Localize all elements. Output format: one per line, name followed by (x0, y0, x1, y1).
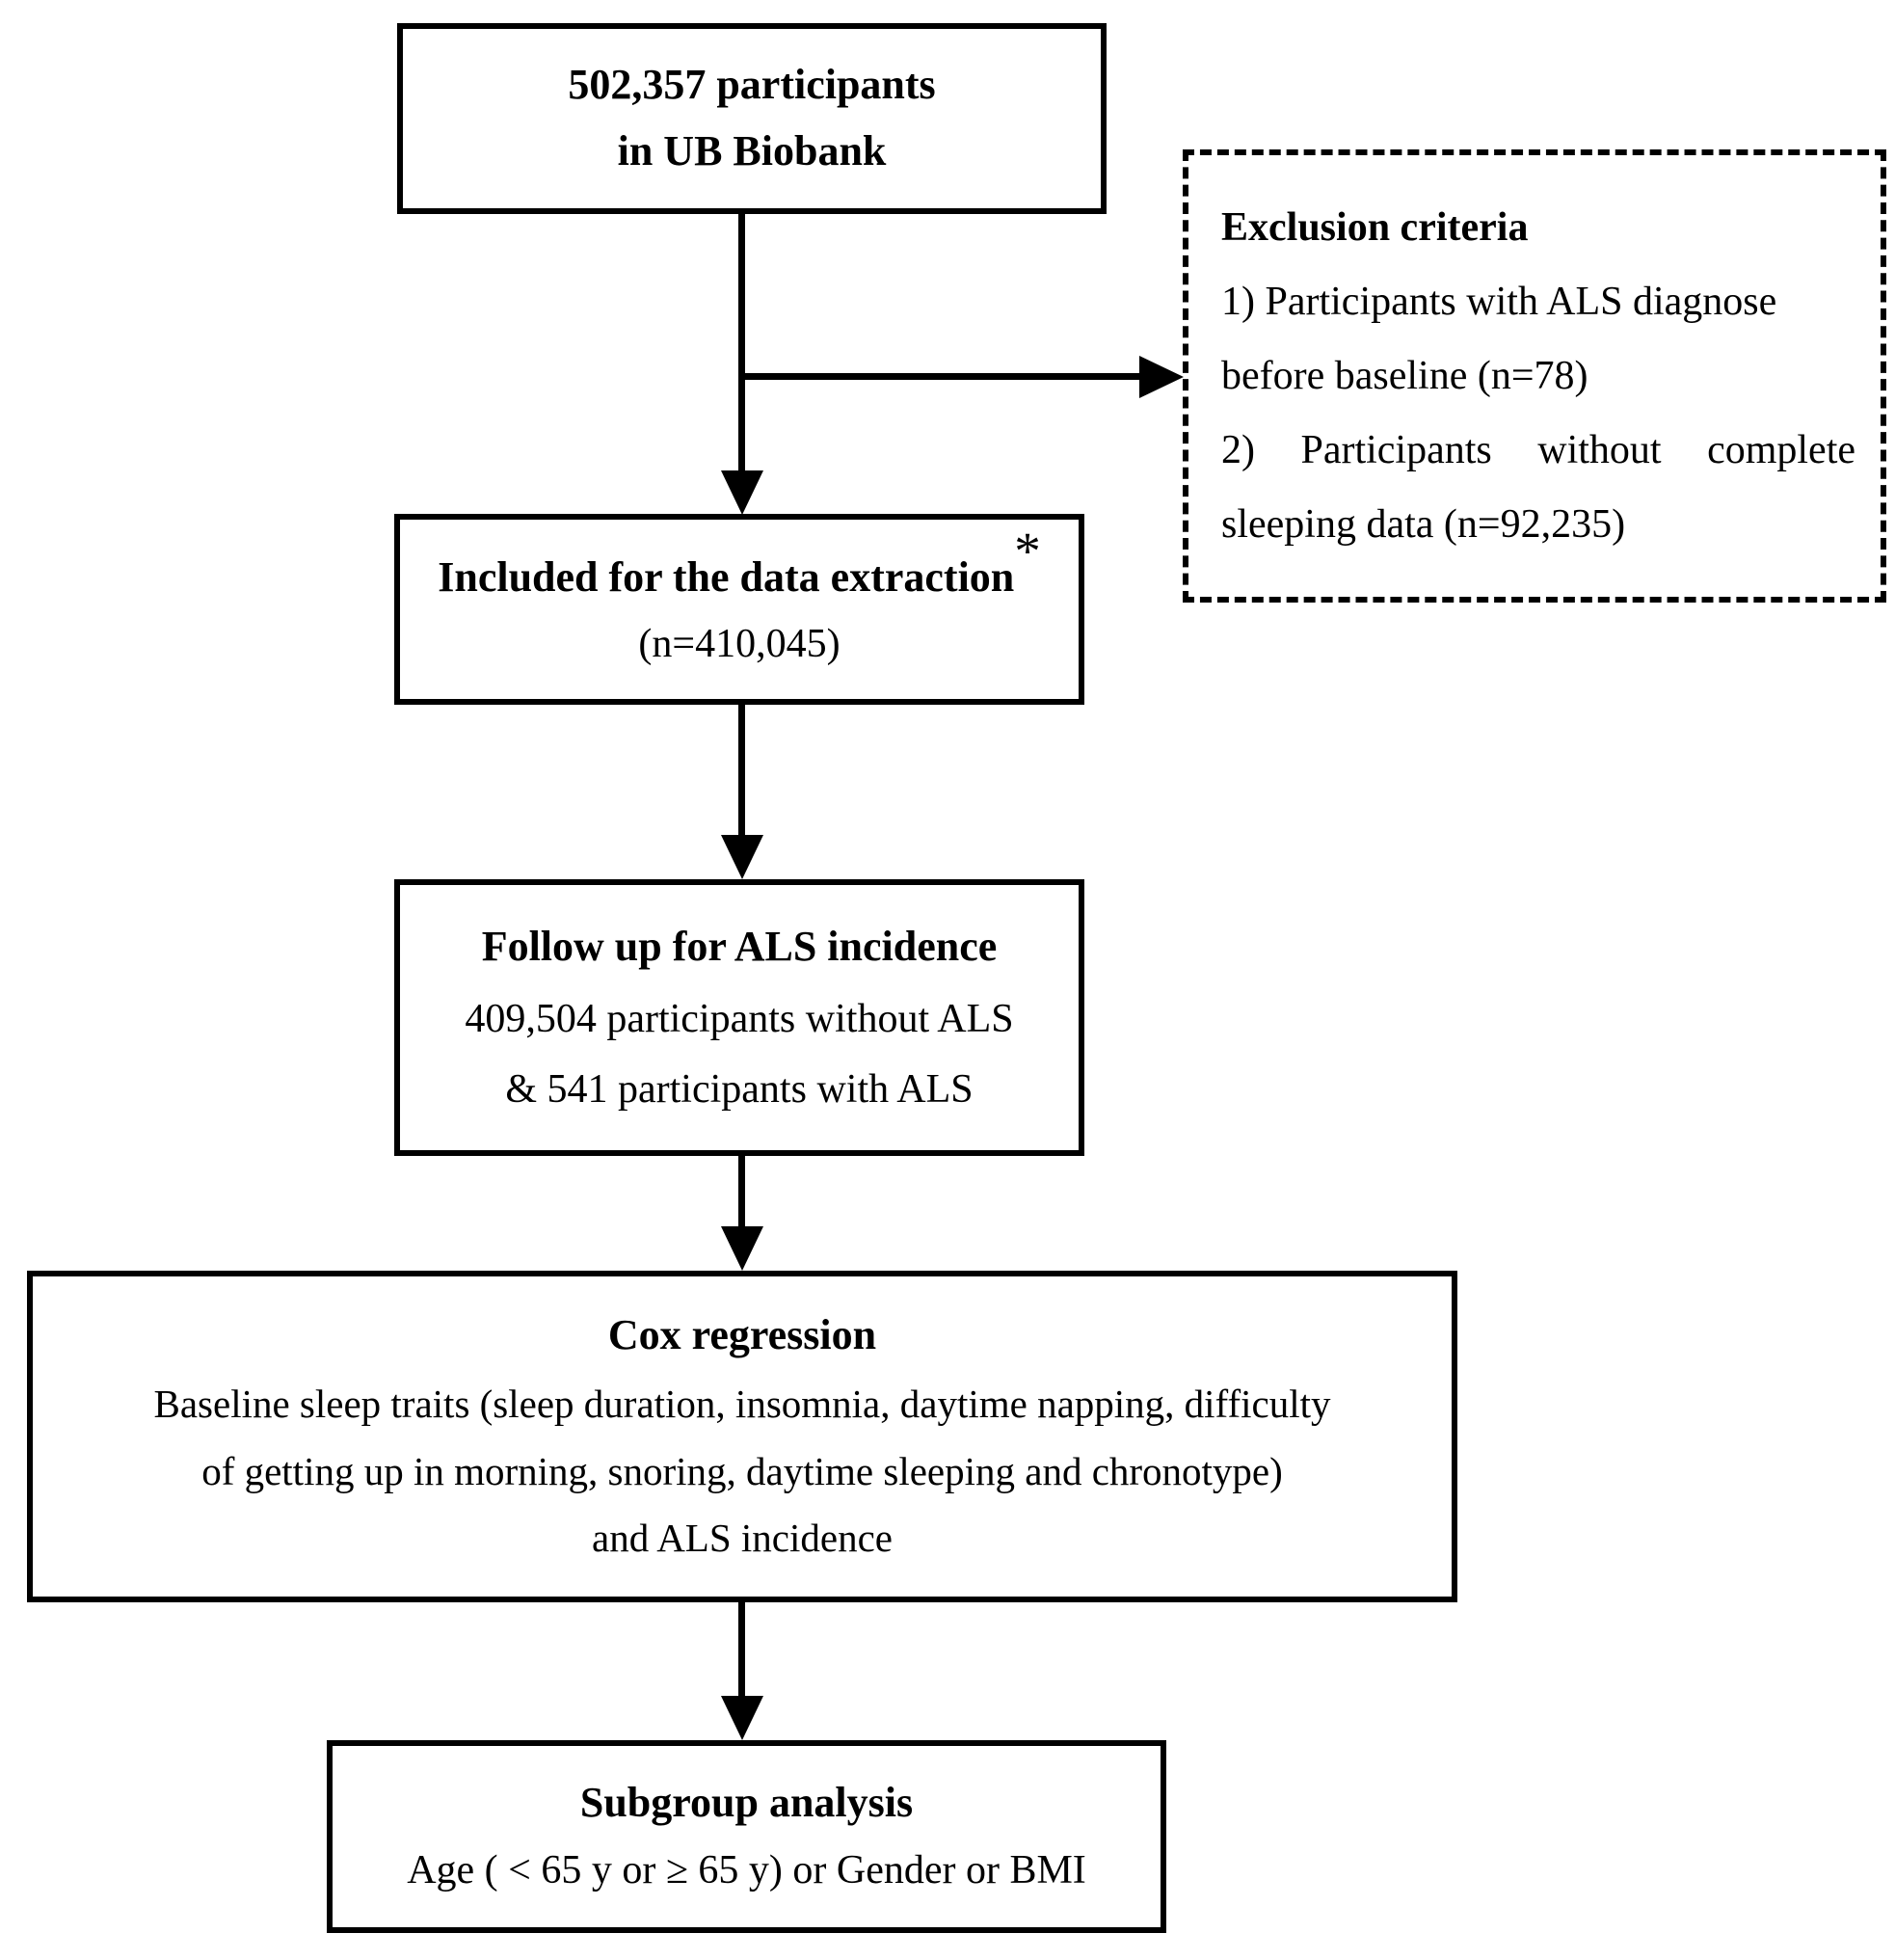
included-title-text: Included for the data extraction (438, 553, 1015, 602)
exclusion-item-1-continued: before baseline (n=78) (1221, 353, 1588, 398)
box-exclusion-criteria: Exclusion criteria 1) Participants with … (1183, 149, 1886, 603)
cox-traits-line-2: of getting up in morning, snoring, dayti… (201, 1448, 1283, 1493)
arrow-down-icon (721, 1226, 763, 1271)
followup-title: Follow up for ALS incidence (481, 922, 998, 970)
followup-with-als: & 541 participants with ALS (505, 1066, 974, 1112)
exclusion-item-1: 1) Participants with ALS diagnose (1221, 279, 1777, 324)
arrow-cox-to-subgroup-shaft (738, 1602, 745, 1700)
box-included-data-extraction: Included for the data extraction* (n=410… (394, 514, 1084, 705)
box-subgroup-analysis: Subgroup analysis Age ( < 65 y or ≥ 65 y… (327, 1740, 1166, 1933)
subgroup-criteria: Age ( < 65 y or ≥ 65 y) or Gender or BMI (407, 1848, 1086, 1893)
subgroup-title: Subgroup analysis (579, 1779, 914, 1827)
exclusion-item-2: 2) Participants without complete (1221, 427, 1855, 472)
arrow-branch-to-exclusion-shaft (742, 373, 1142, 380)
biobank-participants-count: 502,357 participants (568, 60, 936, 108)
cox-traits-line-1: Baseline sleep traits (sleep duration, i… (153, 1382, 1331, 1427)
asterisk-footnote-marker: * (1014, 522, 1041, 580)
exclusion-item-2-continued: sleeping data (n=92,235) (1221, 501, 1626, 547)
exclusion-title: Exclusion criteria (1221, 204, 1529, 250)
included-title: Included for the data extraction* (438, 524, 1041, 603)
cox-title: Cox regression (607, 1311, 877, 1359)
arrow-biobank-to-included-shaft (738, 214, 745, 474)
included-count: (n=410,045) (638, 621, 841, 666)
arrow-followup-to-cox-shaft (738, 1156, 745, 1230)
arrow-down-icon (721, 470, 763, 515)
box-ub-biobank: 502,357 participants in UB Biobank (397, 23, 1107, 214)
followup-without-als: 409,504 participants without ALS (465, 996, 1014, 1041)
box-cox-regression: Cox regression Baseline sleep traits (sl… (27, 1271, 1457, 1602)
biobank-source-label: in UB Biobank (617, 127, 887, 175)
box-followup-als-incidence: Follow up for ALS incidence 409,504 part… (394, 879, 1084, 1156)
arrow-down-icon (721, 835, 763, 879)
arrow-included-to-followup-shaft (738, 705, 745, 837)
arrow-down-icon (721, 1696, 763, 1740)
arrow-right-icon (1139, 356, 1184, 398)
cox-traits-line-3: and ALS incidence (592, 1516, 893, 1561)
